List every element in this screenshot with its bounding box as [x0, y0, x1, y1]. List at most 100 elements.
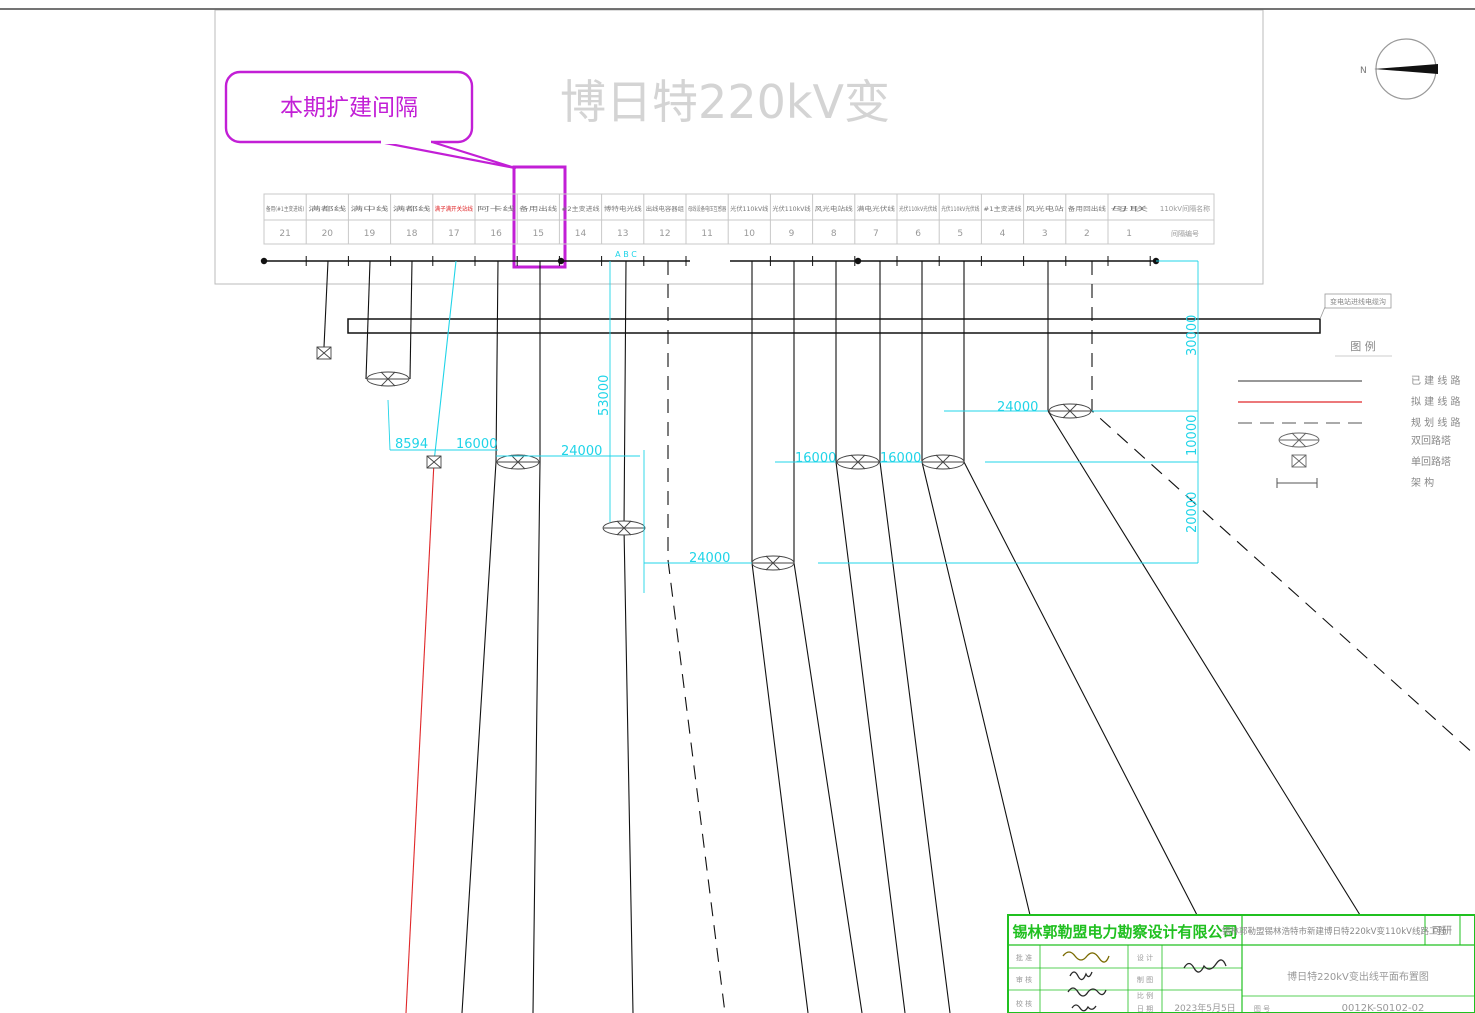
bay-label: 光伏110kV光伏线	[899, 205, 937, 213]
legend-item-proposed: 拟 建 线 路	[1411, 395, 1461, 408]
bay-number: 21	[279, 229, 290, 239]
legend-item-single: 单回路塔	[1411, 455, 1451, 468]
cyan-line	[433, 260, 457, 463]
title-block: 锡林郭勒盟电力勘察设计有限公司 锡林郭勒盟锡林浩特市新建博日特220kV变110…	[1007, 914, 1475, 1013]
double-tower-icon	[836, 454, 880, 470]
bay-number: 4	[1000, 229, 1006, 239]
bay-number: 16	[490, 229, 502, 239]
bay-number: 15	[533, 229, 544, 239]
bay-label: 母线设备电压互感器	[688, 205, 726, 213]
dim-53000: 53000	[597, 375, 612, 416]
cable-trench	[347, 318, 1321, 334]
date-label: 日 期	[1137, 1005, 1153, 1013]
bay-label: 备用(#1主变进线)	[266, 205, 304, 213]
row-label-draw: 制 图	[1137, 975, 1153, 984]
busbar	[260, 257, 1160, 265]
existing-lines	[323, 260, 1361, 1013]
double-tower-icon	[1048, 403, 1092, 419]
bay-label: 光伏110kV线	[730, 205, 768, 213]
towers	[316, 346, 442, 469]
bay-number: 1	[1126, 229, 1132, 239]
header-right-label: 110kV间隔名称	[1160, 204, 1210, 213]
bay-number: 10	[744, 229, 756, 239]
double-towers	[366, 371, 1092, 571]
bay-label: 出线电容器组	[646, 205, 684, 213]
bay-number: 3	[1042, 229, 1048, 239]
single-tower-icon	[426, 455, 442, 469]
row-label-check: 校 核	[1016, 999, 1032, 1008]
dim-16000-b: 16000	[795, 451, 836, 466]
bay-label: 满电光伏线	[857, 205, 895, 213]
bay-label: 满都线	[393, 205, 431, 213]
dim-30000: 30000	[1185, 315, 1200, 356]
substation-boundary	[214, 9, 1264, 285]
bay-number: 11	[701, 229, 712, 239]
legend-item-double: 双回路塔	[1411, 434, 1451, 447]
legend-single-tower-icon	[1291, 454, 1307, 468]
legend: 图 例 已 建 线 路 拟 建 线 路 规 划 线 路 双回路塔 单回路塔 架 …	[1238, 339, 1461, 489]
bus-ticks	[305, 256, 1151, 266]
proposed-line	[405, 461, 435, 1013]
legend-item-planned: 规 划 线 路	[1411, 416, 1461, 429]
bay-number: 7	[873, 229, 879, 239]
drawing-name: 博日特220kV变出线平面布置图	[1287, 970, 1429, 983]
bay-table: 备用(#1主变进线) 21 满都线 20 满中线 19 满都线 1 8 满子满开关站线 17 阿卡线 1…	[263, 193, 1215, 245]
bay-label: 备用回出线	[1068, 205, 1106, 213]
legend-double-tower-icon	[1278, 432, 1320, 448]
legend-item-existing: 已 建 线 路	[1411, 374, 1461, 387]
bay-label: 母联	[1110, 205, 1148, 213]
bay-number: 14	[575, 229, 587, 239]
bay-label: 光伏110kV线	[772, 205, 810, 213]
bay-label: 风光电站	[1026, 205, 1064, 213]
signatures	[1062, 951, 1227, 1012]
dimension-lines	[387, 260, 1199, 593]
bay-number: 17	[448, 229, 459, 239]
bay-label: 满子满开关站线	[435, 205, 473, 213]
bay-label: #1主变进线	[983, 205, 1021, 213]
bay-number: 9	[789, 229, 795, 239]
compass-icon: N	[1360, 38, 1438, 100]
expansion-callout: 本期扩建间隔	[224, 70, 517, 170]
callout-text: 本期扩建间隔	[280, 95, 418, 121]
bay-label: 博特电光线	[604, 205, 642, 213]
single-tower-icon	[316, 346, 332, 360]
compass-label: N	[1360, 66, 1367, 76]
bay-number: 20	[322, 229, 334, 239]
bay-number: 6	[915, 229, 921, 239]
bay-number: 2	[1084, 229, 1090, 239]
dim-16000-c: 16000	[880, 451, 921, 466]
planned-lines	[667, 261, 1475, 1013]
bay-number: 12	[659, 229, 670, 239]
row-label-review: 审 核	[1016, 975, 1032, 984]
double-tower-icon	[921, 454, 965, 470]
dim-16000-a: 16000	[456, 437, 497, 452]
bay-label: 满中线	[350, 205, 388, 213]
bay-number: 8	[831, 229, 837, 239]
trench-tag-box	[1324, 293, 1392, 309]
bay-number: 5	[957, 229, 963, 239]
bay-15-highlight	[512, 165, 567, 269]
legend-title: 图 例	[1350, 339, 1376, 353]
bay-label: 风光电站线	[815, 205, 853, 213]
no-label: 图 号	[1254, 1005, 1270, 1013]
bay-number: 13	[617, 229, 628, 239]
bay-label: 满都线	[308, 205, 346, 213]
drawing-date: 2023年5月5日	[1174, 1002, 1235, 1013]
double-tower-icon	[751, 555, 795, 571]
double-tower-icon	[496, 454, 540, 470]
dim-8594: 8594	[395, 437, 428, 452]
bay-label: 阿卡线	[477, 205, 515, 213]
double-tower-icon	[366, 371, 410, 387]
legend-gantry-icon	[1276, 478, 1318, 488]
double-tower-icon	[602, 520, 646, 536]
dim-10000: 10000	[1185, 415, 1200, 456]
bay-number: 19	[364, 229, 376, 239]
row-label-approve: 批 准	[1016, 953, 1032, 962]
company-name: 锡林郭勒盟电力勘察设计有限公司	[1012, 923, 1237, 941]
design-stage: 可研	[1432, 925, 1452, 937]
project-name: 锡林郭勒盟锡林浩特市新建博日特220kV变110kV线路工程	[1222, 926, 1446, 937]
header-right-num: 间隔编号	[1171, 229, 1199, 238]
abc-label: A B C	[615, 250, 637, 259]
row-label-scale: 比 例	[1137, 991, 1153, 1000]
